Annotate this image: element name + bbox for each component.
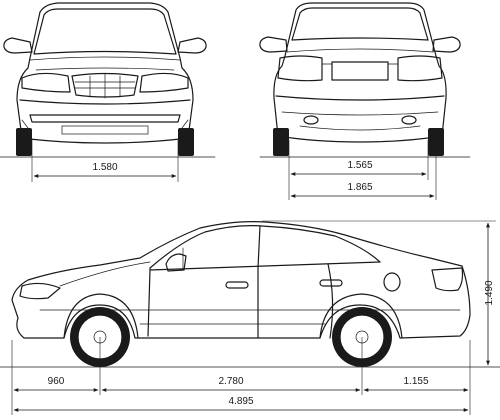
front-windshield [33,8,177,55]
front-left-tire [16,128,32,156]
front-overhang-label: 960 [48,376,65,387]
rear-window [291,7,429,41]
front-track-label: 1.580 [92,162,117,173]
rear-door-handle [319,279,343,287]
front-right-mirror [177,37,207,54]
rear-right-taillight [397,55,443,82]
height-dimension: 1.490 [262,220,496,366]
front-right-headlight [139,72,189,93]
side-view [0,221,500,368]
length-dimensions: 960 2.780 1.155 4.895 [11,337,471,415]
fuel-door [383,272,401,292]
front-track-dimension: 1.580 [31,140,179,182]
front-grille [71,72,139,98]
rear-track-dimension: 1.565 [288,140,429,200]
left-exhaust [303,115,319,125]
side-headlight [19,282,61,300]
rear-right-mirror [432,36,461,53]
right-exhaust [401,115,417,125]
overall-width-dimension: 1.865 [290,140,437,200]
front-door-handle [225,281,249,289]
license-plate [331,61,389,81]
rear-track-label: 1.565 [347,160,372,171]
rear-left-taillight [277,55,323,82]
rear-left-tire [273,128,289,156]
rear-left-mirror [259,36,288,53]
overall-width-label: 1.865 [347,182,372,193]
front-left-mirror [3,37,33,54]
rear-overhang-label: 1.155 [403,376,428,387]
rear-view [259,2,471,158]
side-taillight [431,267,464,292]
front-right-tire [178,128,194,156]
side-windows [149,225,381,271]
wheelbase-label: 2.780 [218,376,243,387]
height-label: 1.490 [484,280,495,305]
overall-length-label: 4.895 [228,396,253,407]
front-view [0,2,216,158]
front-left-headlight [21,72,71,93]
side-mirror [165,253,187,272]
